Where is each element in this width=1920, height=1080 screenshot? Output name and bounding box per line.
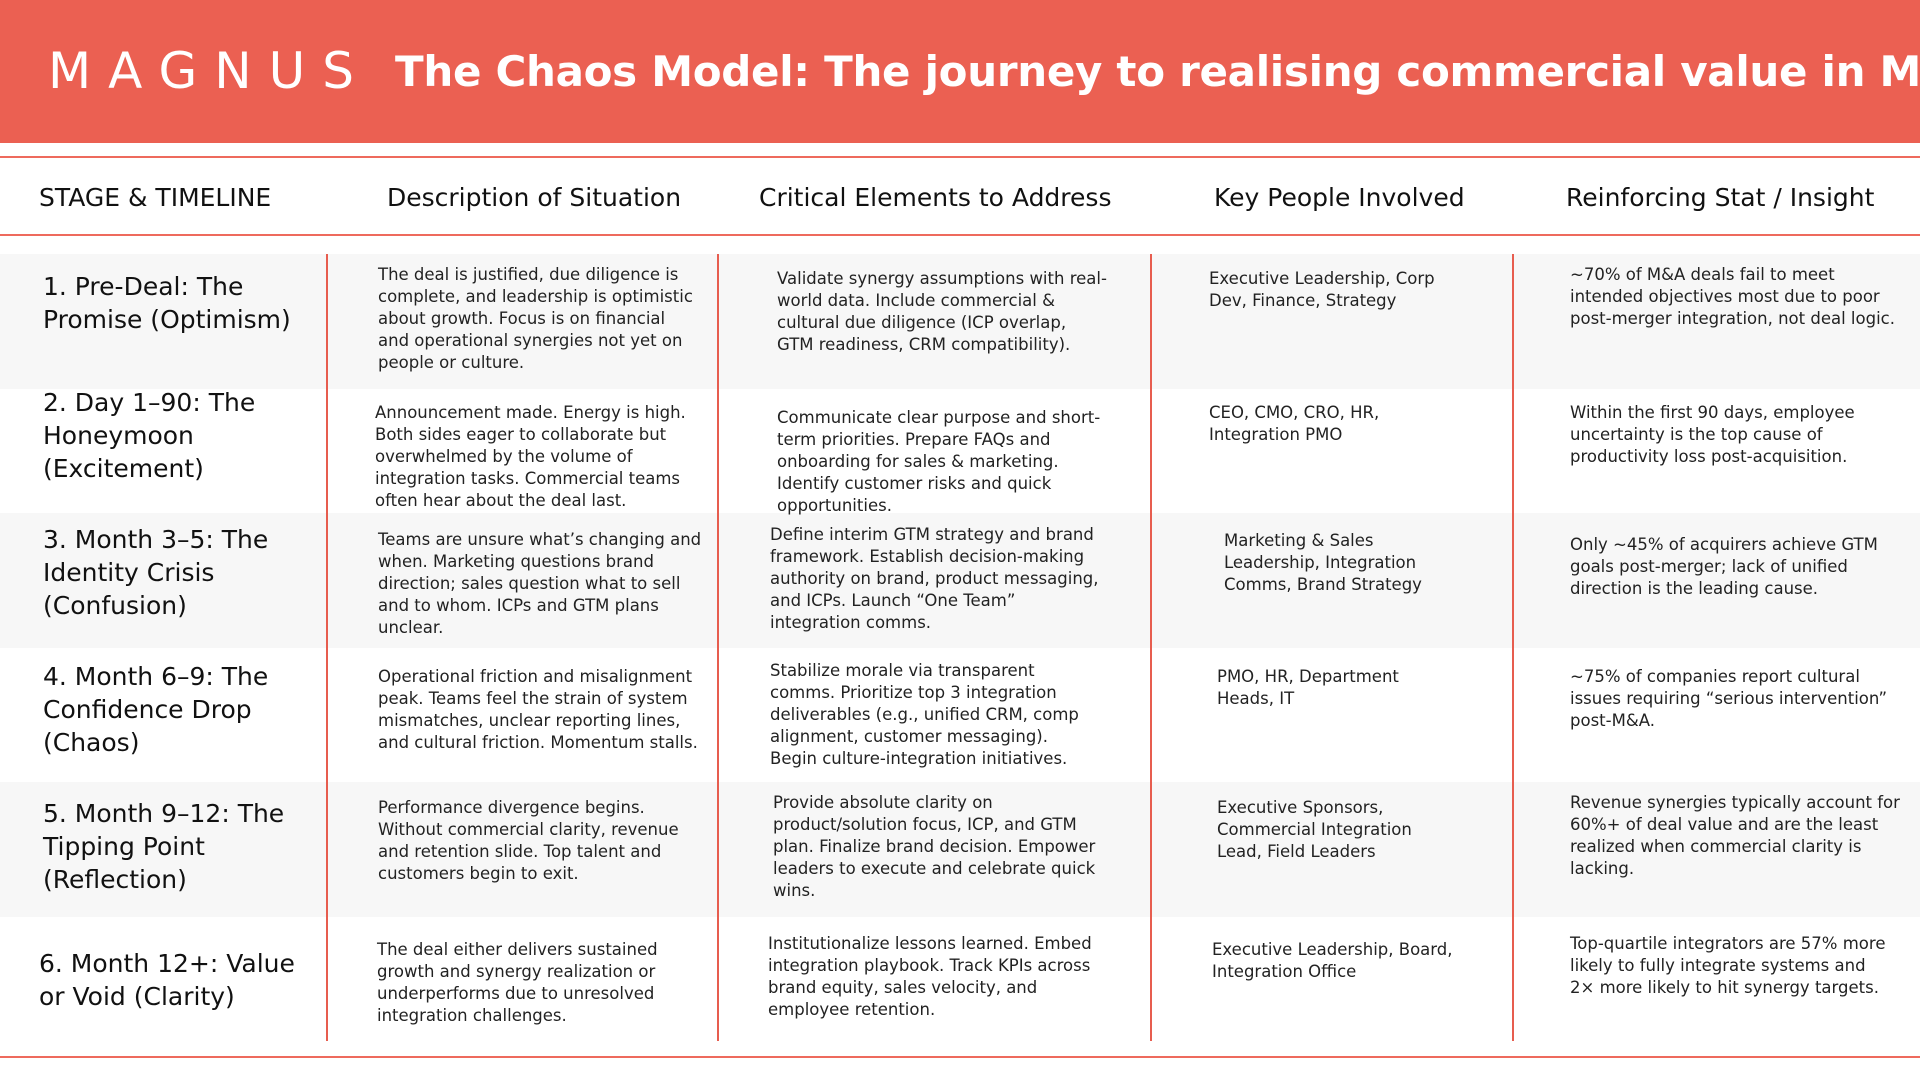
stat-cell: Within the first 90 days, employee uncer…	[1570, 403, 1855, 466]
column-header-people: Key People Involved	[1214, 183, 1465, 212]
critical-cell: Institutionalize lessons learned. Embed …	[768, 934, 1092, 1019]
column-header-stat: Reinforcing Stat / Insight	[1566, 183, 1875, 212]
column-divider	[1512, 254, 1514, 1041]
column-header-critical: Critical Elements to Address	[759, 183, 1112, 212]
people-cell: Executive Leadership, Board, Integration…	[1212, 940, 1453, 981]
stage-label: 6. Month 12+: Value or Void (Clarity)	[39, 949, 295, 1011]
stage-label: 5. Month 9–12: The Tipping Point (Reflec…	[43, 799, 285, 894]
page-title: The Chaos Model: The journey to realisin…	[395, 47, 1920, 96]
critical-cell: Validate synergy assumptions with real-w…	[777, 269, 1107, 354]
people-cell: Marketing & Sales Leadership, Integratio…	[1224, 531, 1422, 594]
table-row-bg	[0, 513, 1920, 648]
magnus-logo: MAGNUS	[48, 42, 371, 100]
people-cell: Executive Sponsors, Commercial Integrati…	[1217, 798, 1412, 861]
stat-cell: ~70% of M&A deals fail to meet intended …	[1570, 265, 1895, 328]
table-row-bg	[0, 782, 1920, 917]
critical-cell: Stabilize morale via transparent comms. …	[770, 661, 1079, 768]
critical-cell: Define interim GTM strategy and brand fr…	[770, 525, 1099, 632]
stat-cell: Only ~45% of acquirers achieve GTM goals…	[1570, 535, 1878, 598]
column-divider	[1150, 254, 1152, 1041]
stage-label: 1. Pre-Deal: The Promise (Optimism)	[43, 272, 291, 334]
people-cell: PMO, HR, Department Heads, IT	[1217, 667, 1399, 708]
header-banner: MAGNUS The Chaos Model: The journey to r…	[0, 0, 1920, 143]
description-cell: Performance divergence begins. Without c…	[378, 798, 679, 883]
stage-label: 2. Day 1–90: The Honeymoon (Excitement)	[43, 388, 256, 483]
description-cell: Announcement made. Energy is high. Both …	[375, 403, 686, 510]
table-top-divider	[0, 156, 1920, 158]
stage-label: 4. Month 6–9: The Confidence Drop (Chaos…	[43, 662, 269, 757]
description-cell: The deal either delivers sustained growt…	[377, 940, 658, 1025]
table-row-bg	[0, 254, 1920, 389]
description-cell: Teams are unsure what’s changing and whe…	[378, 530, 702, 637]
people-cell: Executive Leadership, Corp Dev, Finance,…	[1209, 269, 1435, 310]
stat-cell: ~75% of companies report cultural issues…	[1570, 667, 1887, 730]
stage-label: 3. Month 3–5: The Identity Crisis (Confu…	[43, 525, 269, 620]
stat-cell: Top-quartile integrators are 57% more li…	[1570, 934, 1886, 997]
description-cell: Operational friction and misalignment pe…	[378, 667, 698, 752]
critical-cell: Communicate clear purpose and short-term…	[777, 408, 1101, 515]
stat-cell: Revenue synergies typically account for …	[1570, 793, 1900, 878]
people-cell: CEO, CMO, CRO, HR, Integration PMO	[1209, 403, 1380, 444]
critical-cell: Provide absolute clarity on product/solu…	[773, 793, 1096, 900]
description-cell: The deal is justified, due diligence is …	[378, 265, 693, 372]
column-header-description: Description of Situation	[387, 183, 682, 212]
column-divider	[717, 254, 719, 1041]
column-divider	[326, 254, 328, 1041]
column-header-stage: STAGE & TIMELINE	[39, 183, 272, 212]
header-divider	[0, 234, 1920, 236]
table-bottom-divider	[0, 1056, 1920, 1058]
